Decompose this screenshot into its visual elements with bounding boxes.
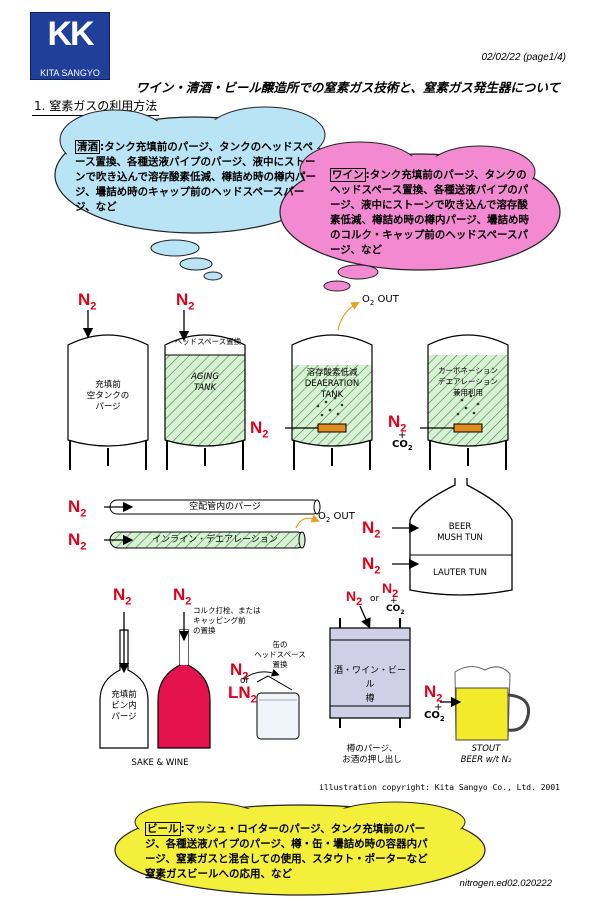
wine-tag: ワイン xyxy=(330,168,366,182)
n2-label: N2 xyxy=(250,418,269,441)
beer-mug xyxy=(440,666,531,741)
keg xyxy=(329,605,411,728)
bottle-clear xyxy=(99,612,149,749)
co2-label: CO2 xyxy=(392,439,413,452)
tank-aging xyxy=(164,310,246,470)
tank4-label: カーボネーション デエアレーション 兼用利用 xyxy=(438,366,498,397)
bottle-wine xyxy=(157,612,211,749)
o2-out-label: O2 OUT xyxy=(362,294,399,307)
pipe2-label: インライン・デエアレーション xyxy=(152,535,278,545)
sake-text: :タンク充填前のパージ、タンクのヘッドスペース置換、各種送液パイプのパージ、液中… xyxy=(75,141,316,213)
n2-label: N2 xyxy=(382,580,399,600)
n2-label: N2 xyxy=(362,554,381,577)
logo-mark: KK xyxy=(47,15,94,53)
bottle-clear-label: 充填前 ビン内 パージ xyxy=(111,690,137,722)
mush-tun-label: BEER MUSH TUN xyxy=(437,522,483,543)
company-logo: KK KITA SANGYO xyxy=(30,12,110,80)
co2-label: CO2 xyxy=(424,710,445,723)
wine-text: :タンク充填前のパージ、タンクのヘッドスペース置換、各種送液パイプのパージ、液中… xyxy=(330,169,529,256)
beer-text: :マッシュ・ロイターのパージ、タンク充填前のパージ、各種送液パイプのパージ、樽・… xyxy=(145,823,428,880)
sake-tag: 清酒 xyxy=(75,140,100,154)
beer-tag: ビール xyxy=(145,822,181,836)
pipe1-label: 空配管内のパージ xyxy=(189,502,261,512)
wine-cloud xyxy=(279,141,561,292)
pipe-inline-deaeration xyxy=(104,514,320,549)
n2-label: N2 xyxy=(424,682,443,705)
n2-label: N2 xyxy=(230,660,249,683)
tank2-top-label: ヘッドスペース置換 xyxy=(174,337,242,346)
or-label: or xyxy=(370,594,380,604)
tank2-label: AGING TANK xyxy=(191,372,219,393)
can xyxy=(243,668,300,740)
tank3-label: 溶存酸素低減 DEAERATION TANK xyxy=(304,368,360,400)
n2-label: N2 xyxy=(113,585,132,608)
beer-cloud xyxy=(114,801,486,896)
tank1-label: 充填前 空タンクの パージ xyxy=(86,380,130,412)
keg-label: 酒・ワイン・ビール 樽 xyxy=(333,666,406,704)
co2-label: CO2 xyxy=(386,604,405,616)
n2-label: N2 xyxy=(362,518,381,541)
ln2-label: LN2 xyxy=(228,683,257,706)
sake-wine-caption: SAKE & WINE xyxy=(131,758,189,768)
pipe-purge xyxy=(104,499,321,515)
lauter-tun-label: LAUTER TUN xyxy=(433,568,487,578)
page-date: 02/02/22 (page1/4) xyxy=(481,52,566,63)
plus-label: + xyxy=(390,596,398,606)
copyright-credit: illustration copyright: Kita Sangyo Co.,… xyxy=(319,783,560,792)
tank-empty-purge xyxy=(67,310,149,470)
can-label: 缶の ヘッドスペース 置換 xyxy=(254,640,306,669)
n2-label: N2 xyxy=(388,412,407,435)
keg-caption: 樽のパージ、 お酒の押し出し xyxy=(342,744,402,765)
plus-label: + xyxy=(434,702,443,713)
sake-cloud xyxy=(54,106,336,281)
cork-label: コルク打栓、または キャッピング前 の置換 xyxy=(193,606,261,635)
or-label: or xyxy=(240,676,250,686)
stout-caption: STOUT BEER w/t N₂ xyxy=(460,744,512,765)
tank-carbonation xyxy=(420,334,509,470)
logo-company-name: KITA SANGYO xyxy=(40,68,100,78)
n2-label: N2 xyxy=(173,585,192,608)
sake-uses: 清酒:タンク充填前のパージ、タンクのヘッドスペース置換、各種送液パイプのパージ、… xyxy=(75,140,320,215)
tank-deaeration xyxy=(285,301,373,470)
n2-label: N2 xyxy=(78,290,97,313)
n2-label: N2 xyxy=(176,290,195,313)
n2-label: N2 xyxy=(68,530,87,553)
brew-vessel xyxy=(392,478,513,596)
plus-label: + xyxy=(398,430,407,441)
n2-label: N2 xyxy=(346,588,363,608)
o2-out-label: O2 OUT xyxy=(318,511,355,524)
page-title: ワイン・清酒・ビール醸造所での窒素ガス技術と、窒素ガス発生器について xyxy=(135,80,561,95)
document-id: nitrogen.ed02.020222 xyxy=(459,878,552,889)
wine-uses: ワイン:タンク充填前のパージ、タンクのヘッドスペース置換、各種送液パイプのパージ… xyxy=(330,168,530,258)
beer-uses: ビール:マッシュ・ロイターのパージ、タンク充填前のパージ、各種送液パイプのパージ… xyxy=(145,822,435,882)
n2-label: N2 xyxy=(68,497,87,520)
